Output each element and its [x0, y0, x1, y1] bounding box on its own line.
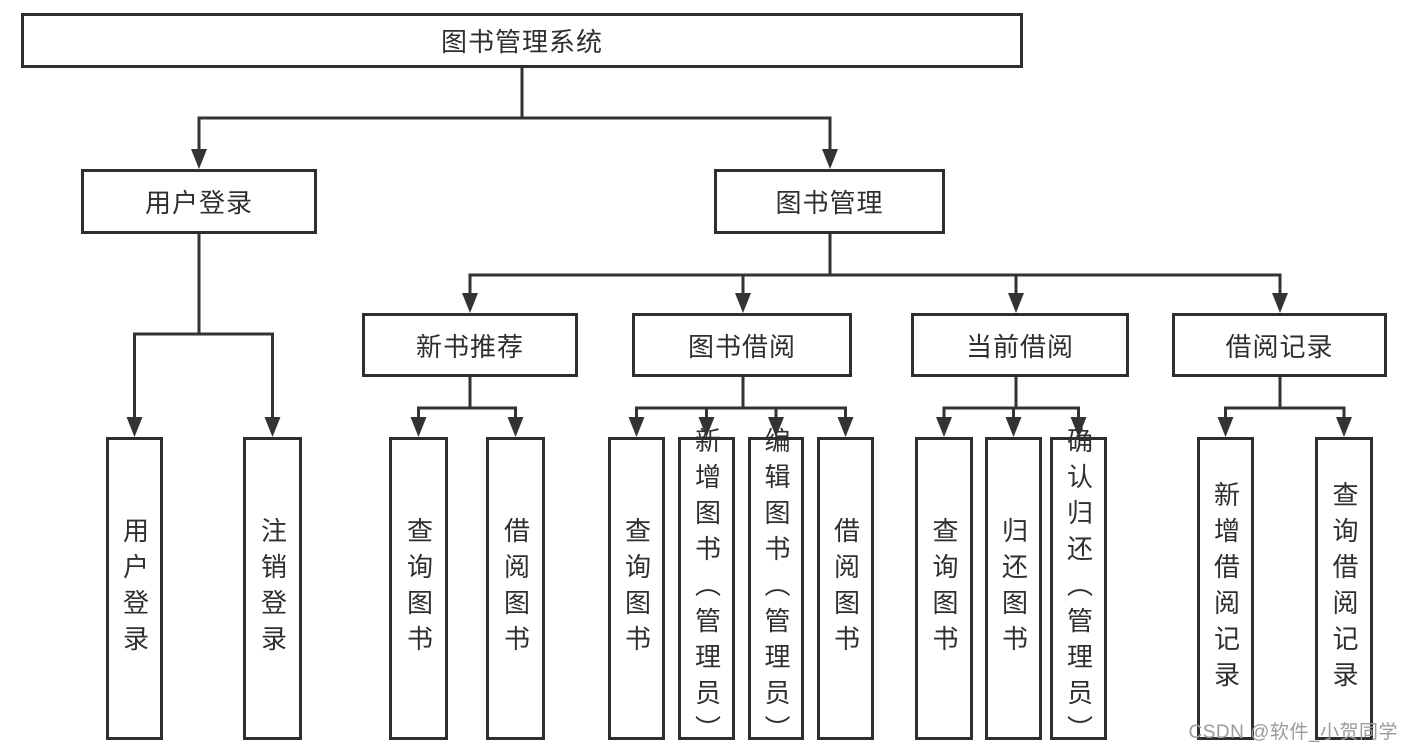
node-new-book-recommend-label: 新书推荐 — [415, 331, 524, 362]
leaf-records-add-record: 新增借阅记录 — [1197, 437, 1254, 740]
leaf-borrowing-edit-book-admin: 编辑图书（管理员） — [748, 427, 804, 747]
node-user-login-branch-label: 用户登录 — [144, 188, 253, 218]
leaf-current-query-book-label: 查询图书 — [929, 516, 959, 661]
node-root: 图书管理系统 — [21, 13, 1023, 68]
node-current-borrowing: 当前借阅 — [911, 313, 1129, 377]
node-book-management-label: 图书管理 — [775, 188, 884, 218]
leaf-borrowing-add-book-admin: 新增图书（管理员） — [678, 427, 735, 747]
leaf-current-return-book: 归还图书 — [985, 437, 1042, 740]
leaf-recommend-borrow-book-label: 借阅图书 — [500, 516, 531, 661]
leaf-current-confirm-return-admin: 确认归还（管理员） — [1050, 427, 1107, 747]
leaf-borrowing-borrow-book: 借阅图书 — [817, 437, 874, 740]
leaf-current-return-book-label: 归还图书 — [998, 516, 1029, 661]
watermark: CSDN @软件_小贺同学 — [1188, 722, 1398, 743]
node-root-label: 图书管理系统 — [440, 27, 603, 57]
node-user-login-branch: 用户登录 — [81, 169, 317, 234]
leaf-logout-label: 注销登录 — [257, 516, 288, 661]
arrowheads — [126, 149, 1352, 437]
leaf-logout: 注销登录 — [243, 437, 302, 740]
leaf-recommend-query-book-label: 查询图书 — [403, 516, 434, 661]
node-current-borrowing-label: 当前借阅 — [965, 331, 1074, 362]
leaf-recommend-borrow-book: 借阅图书 — [486, 437, 545, 740]
node-book-borrowing-label: 图书借阅 — [687, 331, 796, 362]
leaf-current-confirm-return-admin-label: 确认归还（管理员） — [1063, 426, 1094, 747]
leaf-user-login-label: 用户登录 — [119, 516, 150, 661]
leaf-user-login: 用户登录 — [106, 437, 163, 740]
leaf-records-query-record-label: 查询借阅记录 — [1329, 480, 1359, 697]
leaf-borrowing-edit-book-admin-label: 编辑图书（管理员） — [761, 426, 791, 747]
node-new-book-recommend: 新书推荐 — [362, 313, 578, 377]
node-borrowing-records: 借阅记录 — [1172, 313, 1387, 377]
leaf-records-query-record: 查询借阅记录 — [1315, 437, 1373, 740]
leaf-borrowing-query-book-label: 查询图书 — [621, 516, 652, 661]
node-book-borrowing: 图书借阅 — [632, 313, 852, 377]
node-borrowing-records-label: 借阅记录 — [1225, 331, 1334, 362]
leaf-current-query-book: 查询图书 — [915, 437, 973, 740]
leaf-borrowing-add-book-admin-label: 新增图书（管理员） — [691, 426, 722, 747]
node-book-management: 图书管理 — [714, 169, 945, 234]
leaf-borrowing-query-book: 查询图书 — [608, 437, 665, 740]
leaf-recommend-query-book: 查询图书 — [389, 437, 448, 740]
leaf-records-add-record-label: 新增借阅记录 — [1210, 480, 1241, 697]
leaf-borrowing-borrow-book-label: 借阅图书 — [830, 516, 861, 661]
